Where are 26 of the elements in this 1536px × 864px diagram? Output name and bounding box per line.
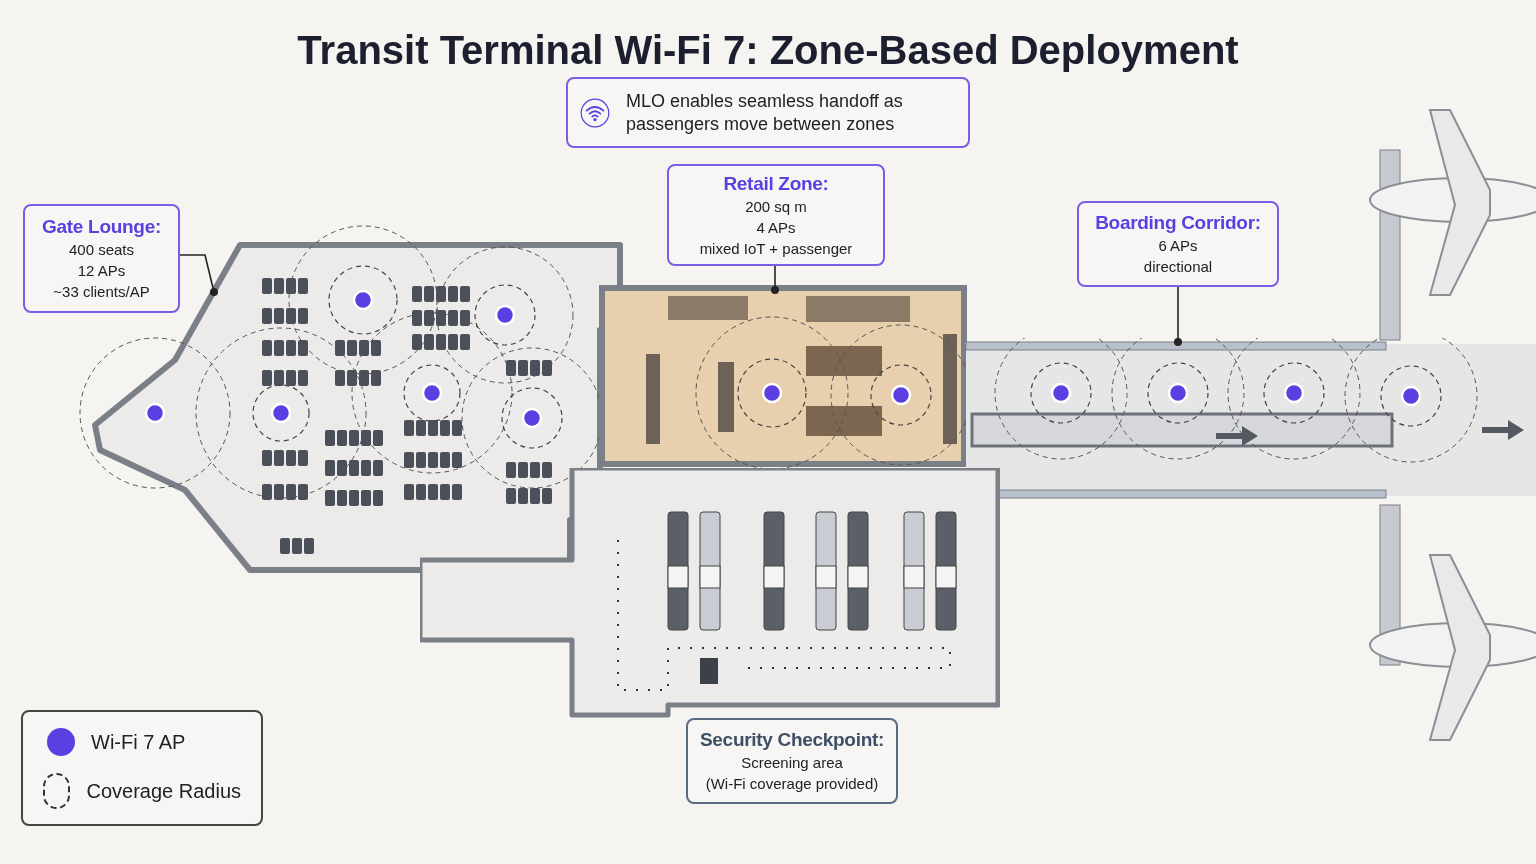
diagram-title: Transit Terminal Wi-Fi 7: Zone-Based Deployment [296, 27, 1240, 74]
zone-detail: (Wi-Fi coverage provided) [705, 774, 879, 794]
zone-detail: 400 seats [68, 240, 134, 260]
zone-detail: 4 APs [756, 217, 796, 238]
zone-callout [686, 718, 898, 804]
zone-detail: ~33 clients/AP [53, 282, 150, 302]
zone-detail: 200 sq m [745, 196, 807, 217]
legend-label: Wi-Fi 7 AP [91, 730, 186, 755]
zone-detail: directional [1143, 257, 1213, 277]
zone-callout [1077, 201, 1279, 287]
leader-line [771, 265, 779, 294]
zone-heading: Boarding Corridor: [1095, 211, 1261, 235]
callout-text: MLO enables seamless handoff as passengers move between zones [626, 89, 904, 136]
leader-line [179, 254, 218, 296]
legend-label: Coverage Radius [86, 779, 241, 804]
zone-detail: 6 APs [1158, 236, 1198, 256]
info-callout [566, 77, 970, 148]
zone-heading: Gate Lounge: [42, 215, 161, 239]
zone-callout [667, 164, 885, 266]
zone-callout [23, 204, 180, 313]
zone-detail: 12 APs [77, 261, 126, 281]
zone-heading: Retail Zone: [723, 171, 829, 196]
leader-line [1174, 286, 1182, 346]
zone-detail: Screening area [741, 753, 843, 773]
zone-heading: Security Checkpoint: [699, 728, 884, 752]
zone-detail: mixed IoT + passenger [699, 238, 853, 259]
